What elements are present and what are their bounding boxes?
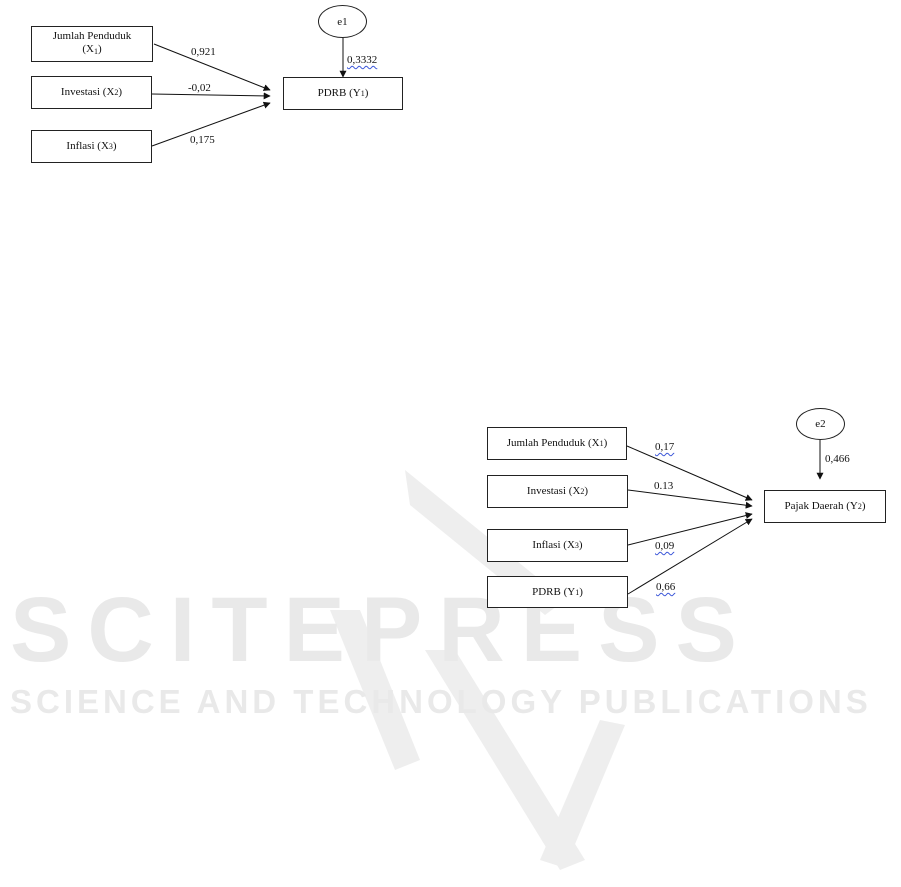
arrow-m2-x3 <box>628 514 752 545</box>
coef-m1-x2: -0,02 <box>188 82 211 94</box>
coef-m1-e1: 0,3332 <box>347 54 377 66</box>
node-label: PDRB <box>318 87 347 100</box>
coef-m2-e2: 0,466 <box>825 453 850 465</box>
coef-m1-x1: 0,921 <box>191 46 216 58</box>
node-label: Jumlah Penduduk <box>507 437 586 450</box>
coef-m2-x3: 0,09 <box>655 540 674 552</box>
arrow-m2-y1 <box>628 519 752 594</box>
node-label: Pajak Daerah <box>785 500 844 513</box>
node-label: Investasi <box>527 485 566 498</box>
node-label: PDRB <box>532 586 561 599</box>
coef-m1-x3: 0,175 <box>190 134 215 146</box>
error-node-e2: e2 <box>796 408 845 440</box>
node-label: Inflasi <box>66 140 94 153</box>
node-jumlah-penduduk-x1: Jumlah Penduduk (X1) <box>31 26 153 62</box>
arrow-m1-x2 <box>152 94 270 96</box>
node-label: Investasi <box>61 86 100 99</box>
node-label: Jumlah Penduduk <box>53 30 132 43</box>
coef-m2-x2: 0.13 <box>654 480 673 492</box>
error-node-e1: e1 <box>318 5 367 38</box>
node-label: Inflasi <box>532 539 560 552</box>
coef-m2-y1: 0,66 <box>656 581 675 593</box>
coef-m2-x1: 0,17 <box>655 441 674 453</box>
